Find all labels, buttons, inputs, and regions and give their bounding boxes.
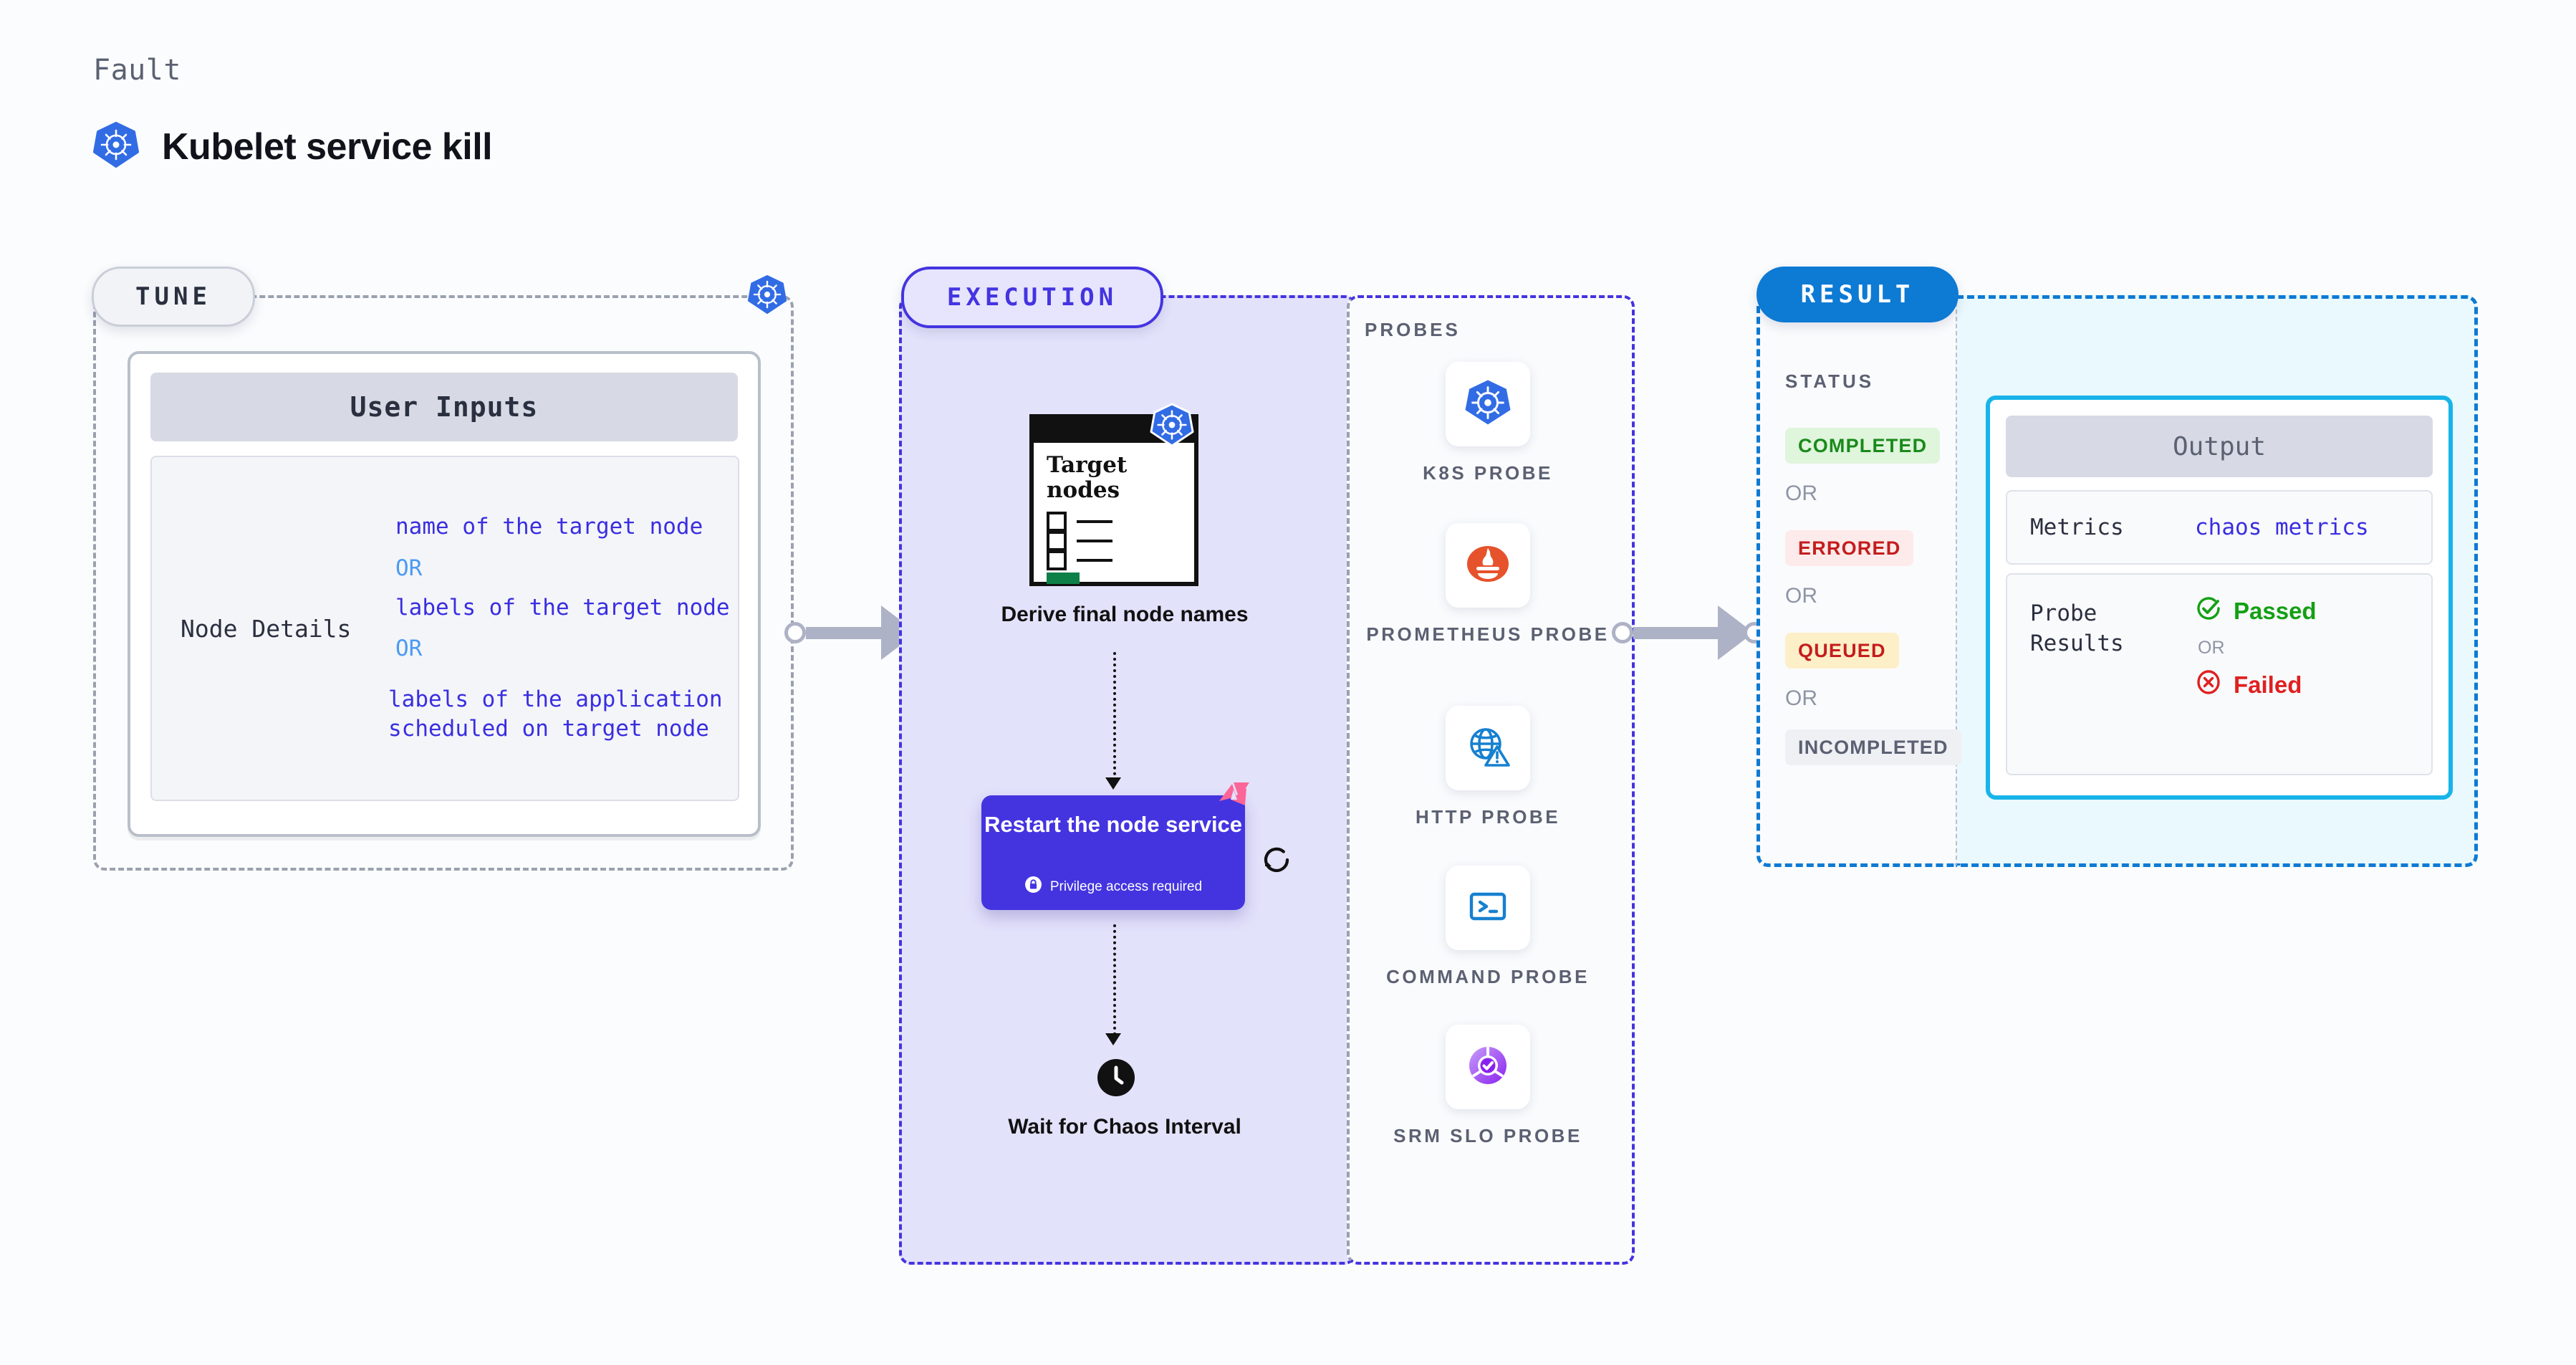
probe-command[interactable]: COMMAND PROBE: [1347, 866, 1629, 990]
connector-line: [806, 626, 881, 639]
output-probe-results-row: Probe Results Passed OR: [2006, 573, 2433, 775]
probe-result-passed-label: Passed: [2234, 598, 2317, 624]
probe-http[interactable]: HTTP PROBE: [1347, 706, 1629, 830]
page-title-row: Kubelet service kill: [93, 122, 493, 171]
probe-result-passed: Passed: [2195, 595, 2431, 628]
probe-prometheus[interactable]: PROMETHEUS PROBE: [1347, 523, 1629, 647]
target-nodes-list-item: [1047, 512, 1112, 532]
probe-result-separator: OR: [2198, 638, 2225, 658]
probe-tile: [1446, 1025, 1530, 1109]
probe-tile: [1446, 523, 1530, 608]
user-inputs-card: User Inputs Node Details name of the tar…: [128, 351, 761, 837]
placeholder-line: [1077, 540, 1112, 542]
tune-panel: [93, 295, 794, 871]
target-nodes-list-item: [1047, 531, 1112, 551]
probe-k8s[interactable]: K8S PROBE: [1347, 362, 1629, 486]
clock-icon: [1097, 1059, 1135, 1100]
probe-result-failed-label: Failed: [2234, 671, 2302, 698]
connector-start-dot: [1612, 622, 1633, 643]
probe-label: SRM SLO PROBE: [1393, 1125, 1582, 1146]
prometheus-icon: [1462, 538, 1514, 593]
probe-results-values: Passed OR Failed: [2195, 575, 2431, 774]
connector-line: [1633, 626, 1718, 639]
srm-slo-donut-check-icon: [1463, 1040, 1513, 1094]
connector-start-dot: [784, 622, 806, 643]
status-badge-errored: ERRORED: [1785, 530, 1914, 566]
globe-warning-icon: [1464, 723, 1512, 774]
progress-bar: [1047, 573, 1080, 584]
probe-label: K8S PROBE: [1423, 462, 1553, 484]
checkbox-icon: [1047, 550, 1067, 570]
probe-result-failed: Failed: [2195, 669, 2431, 701]
output-title: Output: [2006, 416, 2433, 477]
status-badge-queued: QUEUED: [1785, 633, 1899, 669]
x-circle-icon: [2195, 669, 2222, 701]
input-separator-1: OR: [395, 555, 423, 581]
wait-for-chaos-interval-label: Wait for Chaos Interval: [1008, 1115, 1241, 1139]
probe-results-key: Probe Results: [2030, 600, 2124, 656]
arrow-down-icon: [1105, 777, 1121, 790]
fault-eyebrow-label: Fault: [93, 54, 181, 87]
placeholder-line: [1077, 559, 1112, 562]
probe-srm-slo[interactable]: SRM SLO PROBE: [1347, 1025, 1629, 1149]
input-value-2: labels of the target node: [395, 594, 730, 621]
placeholder-line: [1077, 520, 1112, 523]
user-inputs-title: User Inputs: [150, 373, 738, 441]
status-badge-completed: COMPLETED: [1785, 428, 1941, 464]
kubernetes-icon: [746, 274, 788, 319]
kubernetes-icon: [1150, 403, 1194, 451]
status-separator-2: OR: [1785, 584, 1817, 608]
restart-node-service-step[interactable]: Restart the node service Privilege acces…: [981, 782, 1249, 910]
flow-line: [1113, 652, 1116, 781]
result-pill-label: RESULT: [1756, 267, 1959, 322]
checkbox-icon: [1047, 531, 1067, 551]
status-separator-1: OR: [1785, 482, 1817, 505]
probe-tile: [1446, 362, 1530, 446]
probe-tile: [1446, 866, 1530, 950]
probes-title: PROBES: [1365, 319, 1461, 340]
probe-label: HTTP PROBE: [1415, 806, 1561, 828]
target-nodes-card-title: Target nodes: [1047, 452, 1128, 503]
metrics-value[interactable]: chaos metrics: [2195, 514, 2369, 540]
privilege-note: Privilege access required: [981, 876, 1245, 898]
target-nodes-list-item: [1047, 550, 1112, 570]
status-separator-3: OR: [1785, 686, 1817, 710]
output-metrics-row: Metrics chaos metrics: [2006, 490, 2433, 565]
kubernetes-icon: [93, 122, 139, 171]
arrow-down-icon: [1105, 1033, 1121, 1045]
probe-tile: [1446, 706, 1530, 790]
probe-label: PROMETHEUS PROBE: [1366, 623, 1610, 645]
privilege-note-label: Privilege access required: [1049, 878, 1203, 894]
target-nodes-card: Target nodes: [1029, 403, 1198, 586]
terminal-icon: [1464, 882, 1512, 934]
output-card: Output Metrics chaos metrics Probe Resul…: [1986, 396, 2453, 800]
check-circle-icon: [2195, 595, 2222, 628]
probe-label: COMMAND PROBE: [1386, 966, 1590, 987]
derive-final-node-names-label: Derive final node names: [1001, 603, 1249, 626]
restart-node-service-title: Restart the node service: [984, 812, 1243, 837]
metrics-key: Metrics: [2030, 514, 2124, 540]
execution-pill-label: EXECUTION: [901, 267, 1163, 328]
checkbox-icon: [1047, 512, 1067, 532]
litmus-chaos-icon: [1218, 781, 1256, 819]
flow-line: [1113, 924, 1116, 1035]
status-badge-incompleted: INCOMPLETED: [1785, 729, 1961, 765]
user-inputs-body: Node Details name of the target node OR …: [150, 456, 739, 801]
retry-circular-arrow-icon: [1261, 844, 1292, 879]
status-title: STATUS: [1785, 370, 1875, 392]
input-values: name of the target node OR labels of the…: [388, 457, 738, 800]
lock-icon: [1024, 876, 1042, 898]
input-separator-2: OR: [395, 636, 423, 661]
kubernetes-icon: [1462, 377, 1514, 432]
page-title: Kubelet service kill: [162, 125, 493, 168]
input-key-node-details: Node Details: [181, 614, 352, 643]
connector-execution-to-result: [1612, 605, 1765, 660]
input-value-1: name of the target node: [395, 514, 703, 540]
input-value-3: labels of the application scheduled on t…: [388, 686, 723, 742]
result-status-panel: [1756, 295, 1959, 867]
tune-pill-label: TUNE: [92, 267, 255, 327]
